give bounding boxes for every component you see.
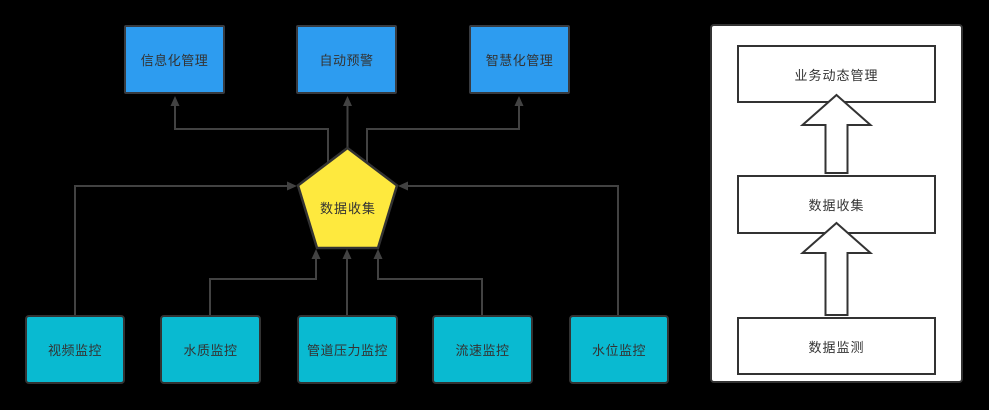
- node-label: 视频监控: [47, 343, 102, 358]
- node-label: 智慧化管理: [485, 53, 554, 68]
- arrowhead-into-info-mgmt: [170, 96, 180, 106]
- connector-flowrate-to-collector: [377, 257, 483, 315]
- data-collection-label: 数据收集: [319, 201, 376, 216]
- node-label: 流速监控: [455, 343, 510, 358]
- panel-box-label: 数据监测: [808, 339, 865, 355]
- connector-collector-to-smart: [366, 104, 520, 164]
- panel-box-label: 业务动态管理: [794, 67, 879, 83]
- panel-box-data-monitoring: 数据监测: [737, 317, 936, 375]
- node-video-monitoring: 视频监控: [25, 315, 125, 384]
- node-label: 水位监控: [591, 343, 646, 358]
- arrowhead-into-collector-bottom3: [373, 249, 383, 259]
- arrowhead-into-auto-alert: [343, 96, 352, 106]
- node-informatization-management: 信息化管理: [124, 25, 225, 94]
- node-label: 信息化管理: [140, 53, 209, 68]
- node-pipe-pressure-monitoring: 管道压力监控: [297, 315, 398, 384]
- connector-level-to-collector: [407, 185, 619, 315]
- connector-quality-to-collector: [209, 257, 317, 315]
- panel-box-label: 数据收集: [808, 198, 865, 213]
- arrowhead-into-collector-bottom1: [311, 249, 321, 259]
- arrowhead-into-collector-right: [398, 181, 408, 191]
- arrowhead-into-collector-left: [287, 181, 297, 191]
- node-water-level-monitoring: 水位监控: [569, 315, 669, 384]
- node-intelligent-management: 智慧化管理: [469, 25, 570, 94]
- node-label: 管道压力监控: [306, 343, 388, 358]
- panel-box-business-dynamic-management: 业务动态管理: [737, 45, 936, 103]
- node-label: 自动预警: [319, 53, 374, 68]
- node-flow-rate-monitoring: 流速监控: [432, 315, 533, 384]
- data-collection-pentagon: [296, 146, 399, 250]
- connector-video-to-collector: [74, 185, 288, 315]
- arrowhead-into-collector-bottom2: [342, 249, 352, 259]
- node-label: 水质监控: [183, 343, 238, 358]
- arrowhead-into-smart-mgmt: [514, 96, 524, 106]
- node-automatic-warning: 自动预警: [296, 25, 397, 94]
- node-water-quality-monitoring: 水质监控: [160, 315, 261, 384]
- panel-box-data-collection: 数据收集: [737, 175, 936, 234]
- connector-collector-to-info: [174, 104, 329, 164]
- hierarchy-panel: 业务动态管理 数据收集 数据监测: [710, 24, 963, 383]
